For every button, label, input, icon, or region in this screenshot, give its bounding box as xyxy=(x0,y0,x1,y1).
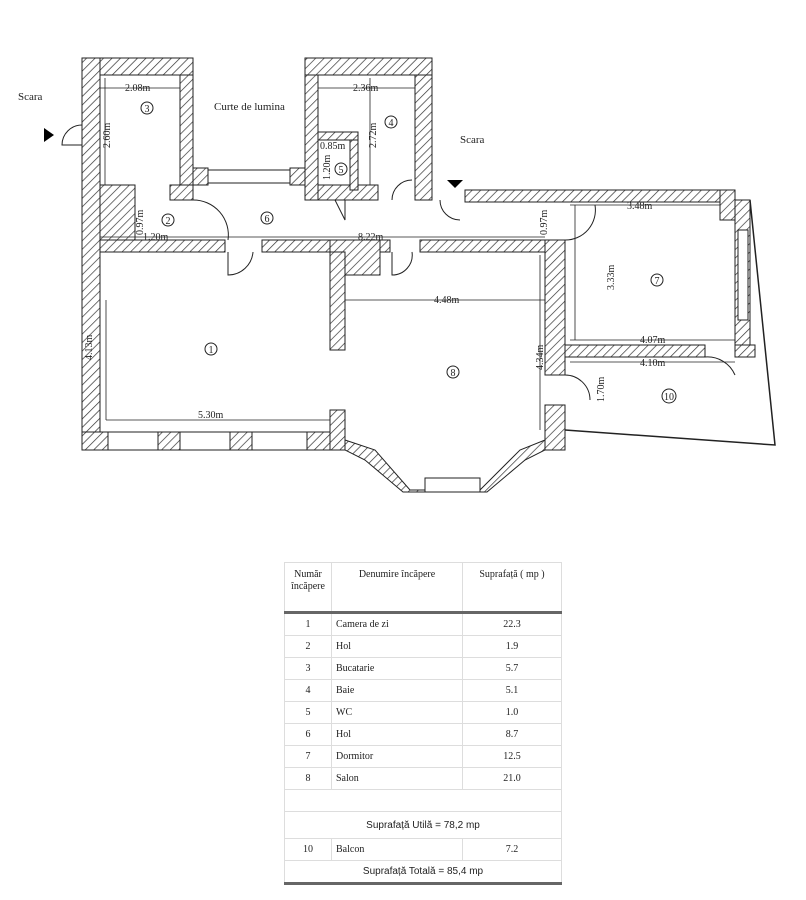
svg-text:5: 5 xyxy=(339,165,344,176)
room-markers xyxy=(140,101,677,404)
room-name: Hol xyxy=(331,723,463,746)
table-row: 10 Balcon 7.2 xyxy=(284,838,562,861)
room-number: 2 xyxy=(284,635,332,658)
svg-text:5.30m: 5.30m xyxy=(198,410,224,421)
svg-text:1.20m: 1.20m xyxy=(143,232,169,243)
dimension-labels: 2.08m 2.60m 2.36m 2.72m 0.85m 1.20m 0.97… xyxy=(84,83,666,421)
entrance-arrow-icon xyxy=(447,180,463,188)
svg-text:3.48m: 3.48m xyxy=(627,201,653,212)
room-numbers: 3 4 5 2 6 1 8 7 10 xyxy=(145,104,675,403)
room-area: 5.7 xyxy=(462,657,562,680)
svg-text:4.34m: 4.34m xyxy=(535,345,546,371)
room-area: 8.7 xyxy=(462,723,562,746)
room-area-table: Număr încăpere Denumire încăpere Suprafa… xyxy=(284,562,562,885)
svg-text:4: 4 xyxy=(389,118,394,129)
room-name: Salon xyxy=(331,767,463,790)
svg-text:1.70m: 1.70m xyxy=(596,377,607,403)
room-area: 12.5 xyxy=(462,745,562,768)
floor-plan: 2.08m 2.60m 2.36m 2.72m 0.85m 1.20m 0.97… xyxy=(18,57,776,493)
useful-area: Suprafață Utilă = 78,2 mp xyxy=(284,811,562,839)
svg-text:2.08m: 2.08m xyxy=(125,83,151,94)
courtyard-label: Curte de lumina xyxy=(214,101,285,113)
svg-text:2.60m: 2.60m xyxy=(102,123,113,149)
room-number: 5 xyxy=(284,701,332,724)
dimension-lines xyxy=(100,78,735,430)
room-number: 8 xyxy=(284,767,332,790)
header-name: Denumire încăpere xyxy=(331,562,463,613)
svg-text:10: 10 xyxy=(664,392,674,403)
svg-text:1: 1 xyxy=(209,345,214,356)
room-number: 3 xyxy=(284,657,332,680)
spacer-row xyxy=(284,789,562,812)
room-area: 22.3 xyxy=(462,612,562,636)
svg-text:3: 3 xyxy=(145,104,150,115)
header-number: Număr încăpere xyxy=(284,562,332,613)
stair-label: Scara xyxy=(460,134,485,146)
svg-text:1.20m: 1.20m xyxy=(322,155,333,181)
room-name: Balcon xyxy=(331,838,463,861)
room-name: WC xyxy=(331,701,463,724)
room-number: 1 xyxy=(284,612,332,636)
windows xyxy=(107,169,749,493)
room-name: Dormitor xyxy=(331,745,463,768)
svg-text:4.13m: 4.13m xyxy=(84,335,95,361)
room-area: 1.9 xyxy=(462,635,562,658)
room-number: 10 xyxy=(284,838,332,861)
walls xyxy=(81,57,756,493)
doors xyxy=(61,124,736,401)
svg-text:4.07m: 4.07m xyxy=(640,335,666,346)
svg-text:2: 2 xyxy=(166,216,171,227)
room-name: Camera de zi xyxy=(331,612,463,636)
svg-text:7: 7 xyxy=(655,276,660,287)
svg-text:6: 6 xyxy=(265,214,270,225)
svg-text:0.85m: 0.85m xyxy=(320,141,346,152)
room-area: 7.2 xyxy=(462,838,562,861)
room-number: 7 xyxy=(284,745,332,768)
room-area: 1.0 xyxy=(462,701,562,724)
svg-text:2.72m: 2.72m xyxy=(368,123,379,149)
total-area: Suprafață Totală = 85,4 mp xyxy=(284,860,562,884)
header-area: Suprafață ( mp ) xyxy=(462,562,562,613)
entrance-arrow-icon xyxy=(44,128,54,142)
svg-text:3.33m: 3.33m xyxy=(606,265,617,291)
room-number: 6 xyxy=(284,723,332,746)
room-area: 21.0 xyxy=(462,767,562,790)
svg-text:8: 8 xyxy=(451,368,456,379)
svg-text:0.97m: 0.97m xyxy=(539,210,550,236)
stair-label: Scara xyxy=(18,91,43,103)
room-number: 4 xyxy=(284,679,332,702)
balcony-outline xyxy=(564,199,776,446)
svg-text:8.22m: 8.22m xyxy=(358,232,384,243)
room-name: Baie xyxy=(331,679,463,702)
svg-text:0.97m: 0.97m xyxy=(135,210,146,236)
svg-text:4.10m: 4.10m xyxy=(640,358,666,369)
svg-text:4.48m: 4.48m xyxy=(434,295,460,306)
room-area: 5.1 xyxy=(462,679,562,702)
room-name: Bucatarie xyxy=(331,657,463,680)
room-name: Hol xyxy=(331,635,463,658)
svg-text:2.36m: 2.36m xyxy=(353,83,379,94)
